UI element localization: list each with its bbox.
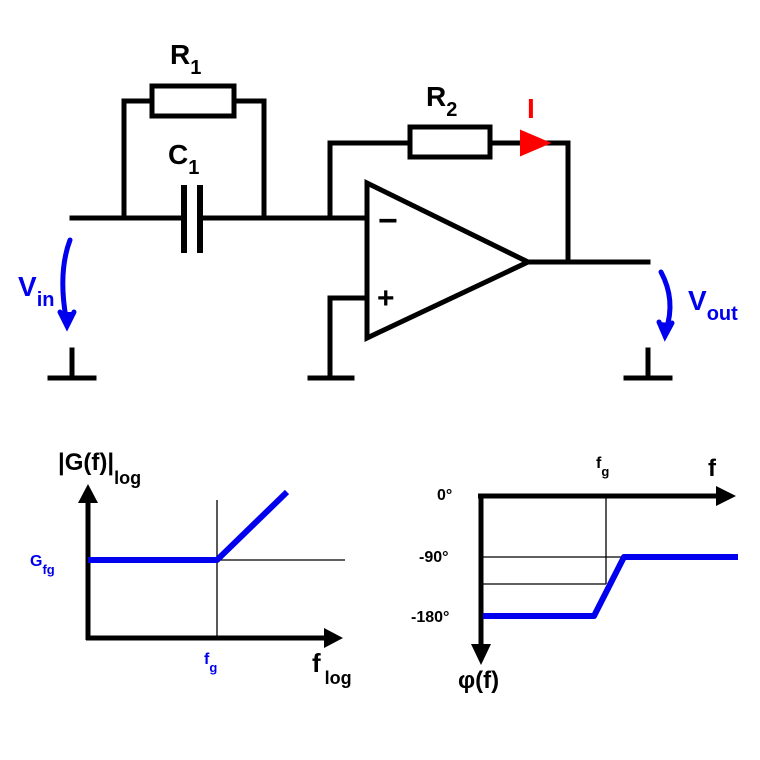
opamp-triangle: [364, 178, 534, 342]
r2-feedback-wire-left: [327, 140, 413, 221]
phase-plot: f φ(f) fg 0° -90° -180°: [411, 455, 738, 694]
noninverting-input-wire: [327, 295, 370, 381]
current-label: I: [527, 93, 535, 124]
gain-plot-corner-label: fg: [204, 651, 217, 675]
phase-plot-tick-0: 0°: [437, 487, 452, 504]
vout-arrow-icon: [658, 269, 673, 333]
phase-plot-corner-label: fg: [596, 455, 609, 479]
circuit: [47, 83, 673, 381]
resistor-r2: [407, 124, 493, 160]
phase-plot-tick-minus180: -180°: [411, 609, 449, 626]
phase-plot-tick-minus90: -90°: [419, 549, 449, 566]
gain-plot-y-arrow-icon: [78, 484, 98, 503]
vout-label: Vout: [688, 285, 738, 325]
gain-curve: [88, 489, 290, 563]
r1-branch-wire: [121, 98, 155, 221]
voltage-arrows: [57, 237, 675, 342]
r1-label: R1: [170, 39, 201, 79]
current-arrow-icon: [520, 129, 552, 157]
phase-curve: [483, 554, 738, 619]
phase-plot-xlabel: f: [708, 455, 717, 482]
gain-plot-level-label: Gfg: [30, 553, 55, 577]
opamp-plus-label: +: [377, 282, 395, 315]
r1-branch-wire-right: [231, 98, 267, 221]
gain-plot-x-arrow-icon: [324, 628, 343, 648]
resistor-r1: [149, 83, 237, 119]
phase-plot-x-arrow-icon: [716, 486, 736, 506]
output-feedback-wire: [542, 140, 571, 265]
vin-arrow-icon: [60, 237, 73, 321]
phase-plot-ylabel: φ(f): [458, 667, 499, 694]
phase-plot-y-arrow-icon: [471, 644, 491, 665]
c1-label: C1: [168, 139, 199, 179]
r2-label: R2: [426, 81, 457, 121]
vin-label: Vin: [18, 271, 54, 311]
opamp-minus-label: −: [378, 202, 398, 240]
gain-plot-ylabel: |G(f)|log: [58, 449, 141, 488]
